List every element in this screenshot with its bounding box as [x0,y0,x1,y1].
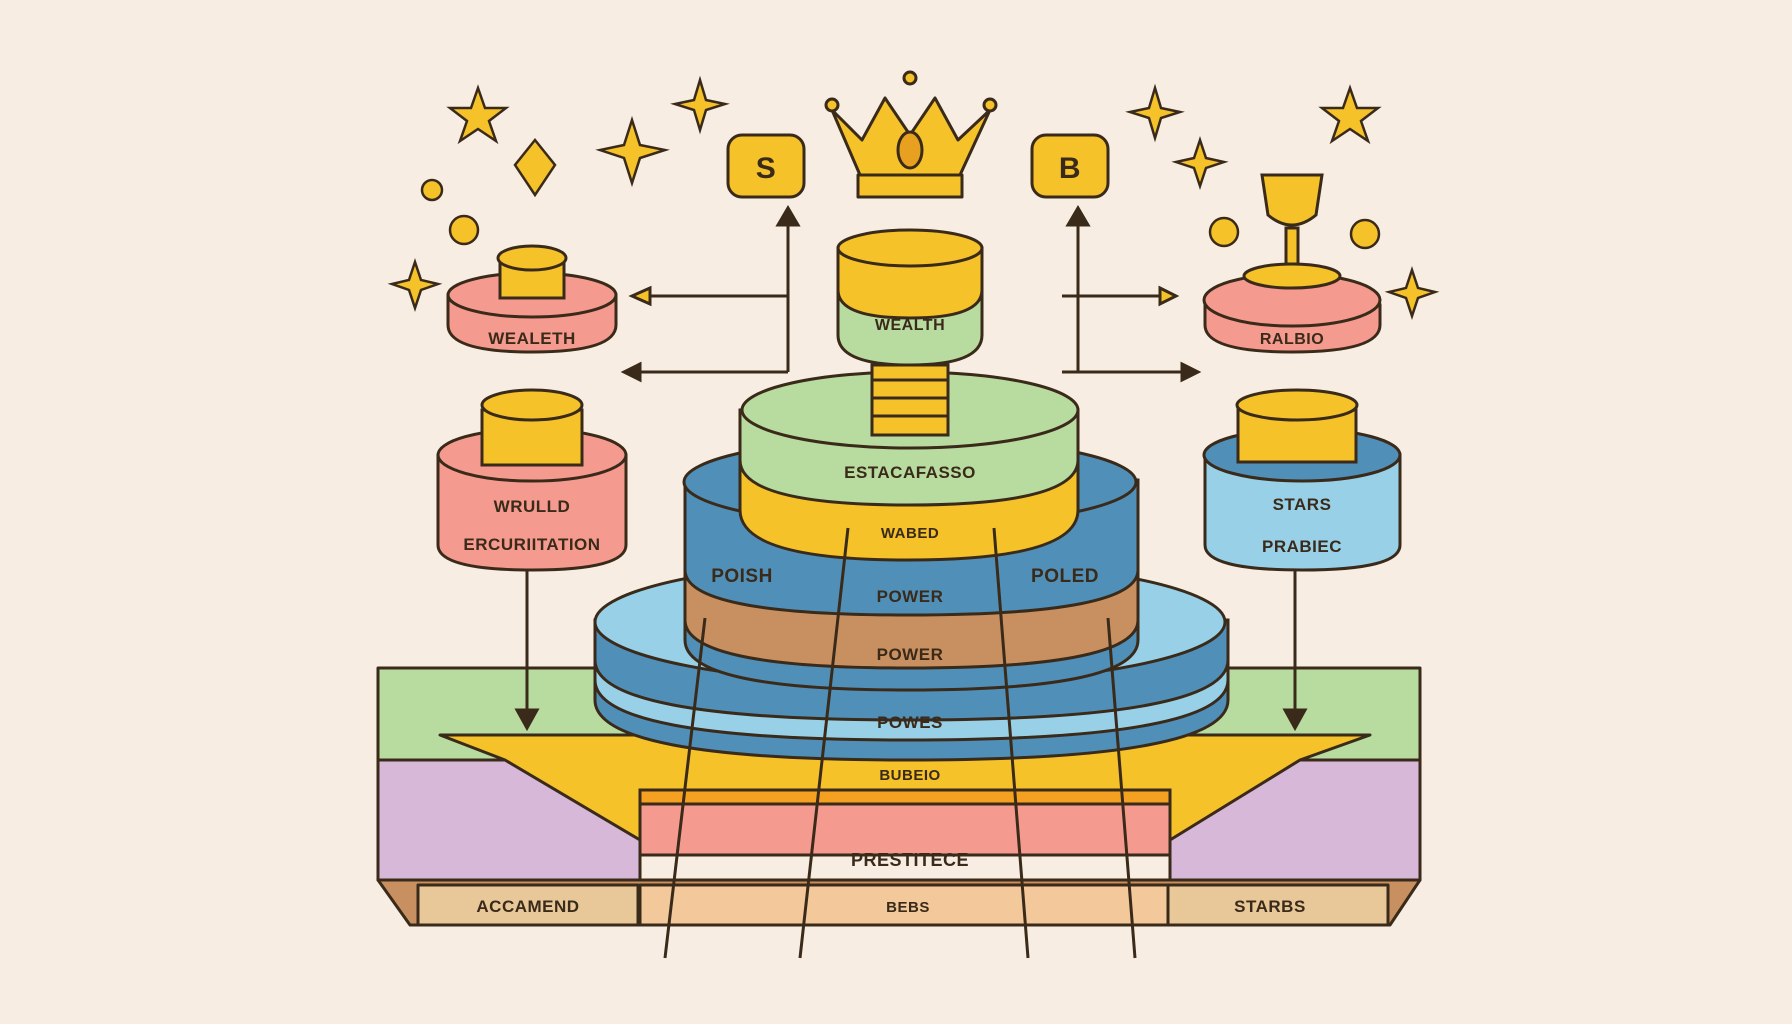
left-node-lower [436,388,628,572]
coin-icon-4 [420,178,444,202]
sparkle-icon-3 [1125,83,1185,143]
trophy-cup [1260,173,1324,227]
ladder-left-rail-2 [798,527,850,959]
left-node-lower-body [436,453,628,572]
tier-label-powes: POWES [877,713,943,732]
sparkle-icon-1 [595,115,670,188]
left-node-upper-coin-top [496,244,568,272]
sparkle-icon-5 [387,258,443,312]
top-cylinder-gold-band [836,246,984,320]
right-node-upper-coin-top [1242,262,1342,290]
right-node-lower-label-2: PRABIEC [1262,537,1342,556]
crown-jewel-2 [902,70,918,86]
b-badge-body [1030,133,1110,199]
s-badge-icon [726,133,806,199]
arrow-down-right-head [1282,708,1308,732]
left-node-lower-label-1: WRULLD [494,497,571,516]
tier-label-estacafasso: ESTACAFASSO [844,463,976,482]
base-label-left: ACCAMEND [476,897,579,916]
arrow-right-lower-head [1180,361,1202,383]
arrow-up-left-head [775,205,801,227]
sparkle-icon-2 [670,75,730,135]
left-node-lower-label-2: ERCURIITATION [463,535,600,554]
ladder-right-rail-1 [992,527,1030,959]
b-badge-icon [1030,133,1110,199]
tier-prestitece-rim [638,788,1172,806]
decorative-icons [387,75,1440,320]
pyramid-stack [593,370,1230,857]
left-node-upper [446,244,618,354]
ladder-right-rail-2 [1106,617,1137,959]
star-icon-2 [1318,84,1382,145]
s-badge-body [726,133,806,199]
base-front-panel-left [416,883,640,927]
tier-prestitece [638,798,1172,857]
crown-icon [824,70,998,199]
tier-label-prestitece: PRESTITECE [851,850,969,870]
b-badge-label: B [1059,152,1081,185]
crown-gem [896,130,924,170]
tier-powes-band [593,659,1230,742]
ladder-left-rail-1 [663,617,707,959]
tier-label-wabed: WABED [881,525,939,542]
tier-power-brown [683,569,1140,670]
trophy-icon [1260,173,1324,266]
trophy-stem [1284,226,1300,266]
tier-side-label-left: POISH [711,566,773,587]
left-node-upper-label: WEALETH [488,329,576,348]
base-label-right: STARBS [1234,897,1306,916]
connector-arrows [514,205,1308,732]
base-front-panel-right [1166,883,1390,927]
base-front-panel-center [638,883,1170,927]
arrow-down-left-head [514,708,540,732]
sparkle-icon-4 [1171,136,1229,190]
arrow-left-lower-head [620,361,642,383]
crown-jewel-3 [982,97,998,113]
right-node-lower-coin-top [1235,388,1359,422]
top-cylinder-label: WEALTH [875,317,945,334]
tier-side-label-right: POLED [1031,566,1099,587]
arrow-left-upper-head [628,285,652,307]
crown-jewel-1 [824,97,840,113]
top-wealth-cylinder [836,228,984,437]
top-cylinder-lid [836,228,984,268]
right-node-upper-label: RALBIO [1260,331,1324,348]
crown-base [856,173,964,199]
tier-label-power-1: POWER [877,587,944,606]
arrow-right-upper-head [1158,285,1180,307]
coin-stack-under-top [870,363,950,437]
base-label-center: BEBS [886,899,930,916]
right-node-lower-body [1203,453,1402,572]
right-node-lower [1202,388,1402,572]
coin-icon-1 [448,214,480,246]
coin-icon-3 [1349,218,1381,250]
tier-label-bubeio: BUBEIO [879,767,940,784]
sparkle-icon-6 [1384,266,1440,320]
tier-label-power-2: POWER [877,645,944,664]
left-node-lower-coin-top [480,388,584,422]
s-badge-label: S [756,152,777,185]
arrow-up-right-head [1065,205,1091,227]
coin-icon-2 [1208,216,1240,248]
ladders [663,527,1137,959]
star-icon-1 [446,84,510,145]
diamond-icon [513,137,557,198]
right-node-lower-label-1: STARS [1273,495,1332,514]
